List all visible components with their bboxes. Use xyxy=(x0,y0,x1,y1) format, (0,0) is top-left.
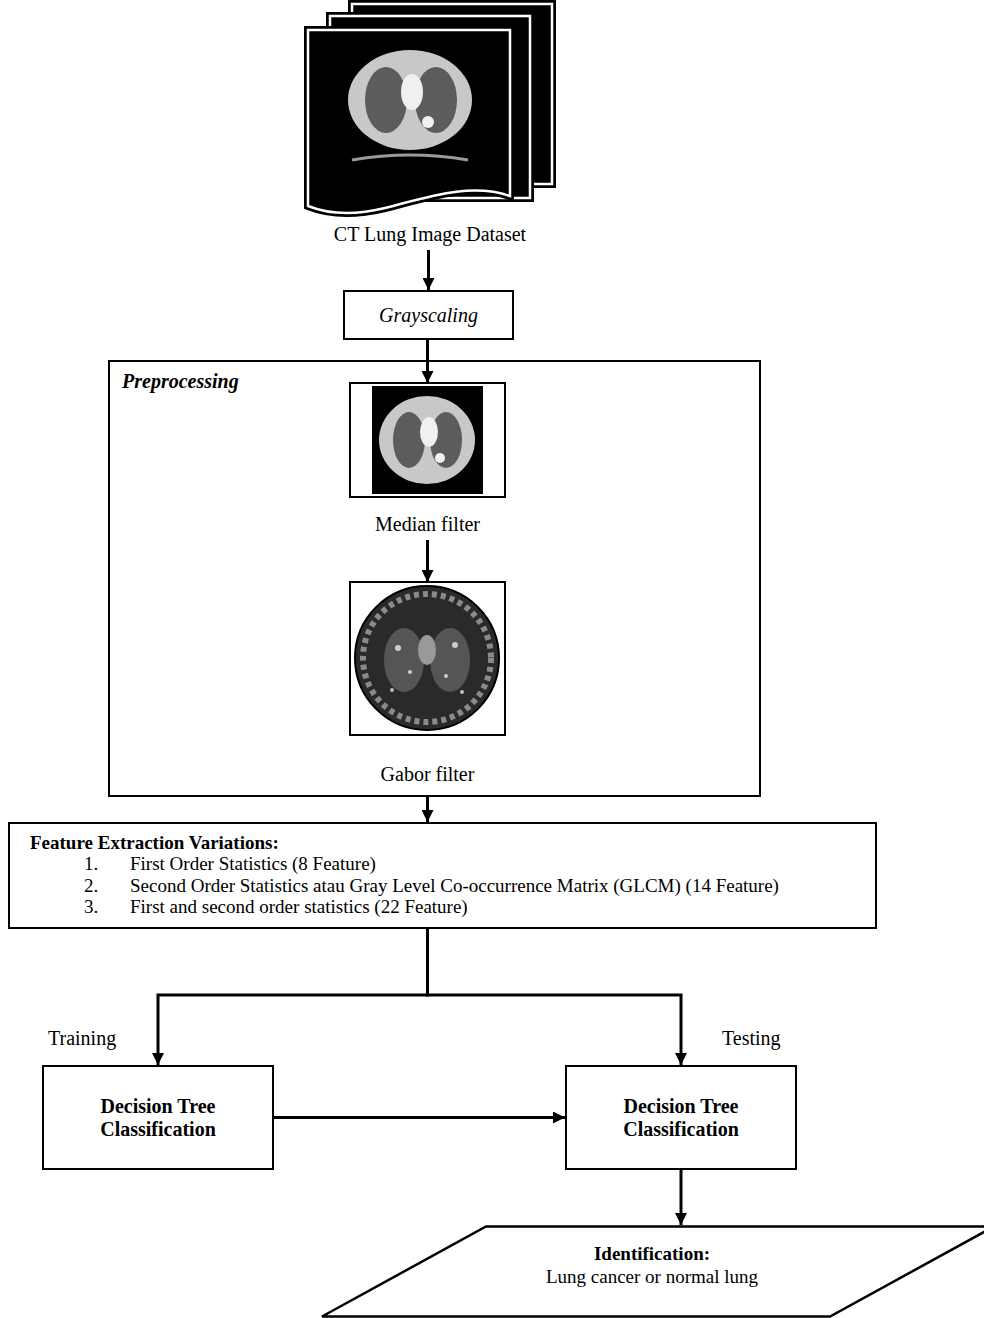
gabor-filter-image xyxy=(350,582,505,735)
connector-arrow xyxy=(274,1116,565,1119)
image-node: Median filter xyxy=(350,383,505,540)
output-text: Lung cancer or normal lung xyxy=(546,1266,758,1289)
box-text: Decision Tree Classification xyxy=(54,1095,262,1141)
list-item: Second Order Statistics atau Gray Level … xyxy=(130,875,859,896)
edge-label: Training xyxy=(46,1027,118,1050)
output-heading: Identification: xyxy=(594,1243,710,1266)
connector-arrow xyxy=(427,250,430,290)
output-parallelogram: Identification:Lung cancer or normal lun… xyxy=(320,1225,984,1318)
list-grid: 1.First Order Statistics (8 Feature)2.Se… xyxy=(84,853,859,917)
feature-box: Feature Extraction Variations:1.First Or… xyxy=(8,822,877,929)
list-number: 2. xyxy=(84,875,130,896)
connector-arrow xyxy=(426,797,429,822)
connector-arrow xyxy=(680,1170,683,1225)
image-node: Gabor filter xyxy=(350,582,505,790)
list-item: First Order Statistics (8 Feature) xyxy=(130,853,859,874)
group-box: PreprocessingMedian filterGabor filter xyxy=(108,360,761,797)
group-heading: Preprocessing xyxy=(122,370,239,393)
image-stack-node: CT Lung Image Dataset xyxy=(300,0,560,250)
connector-arrow xyxy=(428,929,682,1065)
box-text: Grayscaling xyxy=(379,304,478,327)
process-box: Decision Tree Classification xyxy=(565,1065,797,1170)
connector-arrow xyxy=(426,540,429,582)
ct-image-stack xyxy=(308,4,552,213)
connector-arrow xyxy=(158,929,428,1065)
caption-text: Gabor filter xyxy=(381,763,475,786)
process-box: Grayscaling xyxy=(343,290,514,340)
caption-text: Median filter xyxy=(375,513,480,536)
parallelogram-shape xyxy=(322,1227,984,1317)
median-filter-image xyxy=(350,383,505,497)
edge-label: Testing xyxy=(720,1027,783,1050)
list-number: 1. xyxy=(84,853,130,874)
caption-text: CT Lung Image Dataset xyxy=(334,223,526,246)
list-heading: Feature Extraction Variations: xyxy=(30,832,859,853)
list-item: First and second order statistics (22 Fe… xyxy=(130,896,859,917)
process-box: Decision Tree Classification xyxy=(42,1065,274,1170)
box-text: Decision Tree Classification xyxy=(577,1095,785,1141)
list-number: 3. xyxy=(84,896,130,917)
